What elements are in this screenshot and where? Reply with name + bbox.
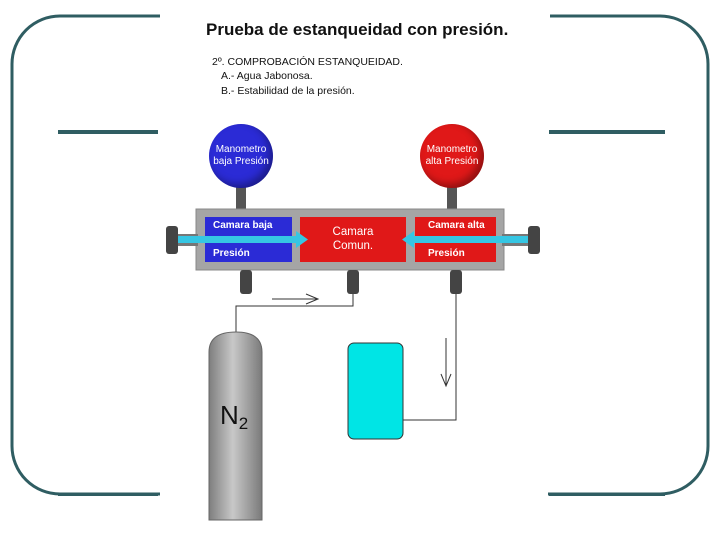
low-flow-arrowhead bbox=[296, 231, 308, 248]
high-flow-bar bbox=[414, 236, 528, 243]
high-pressure-gauge: Manometro alta Presión bbox=[420, 124, 484, 188]
subtitle-heading: 2º. COMPROBACIÓN ESTANQUEIDAD. bbox=[212, 56, 403, 68]
high-gauge-label: Manometro alta Presión bbox=[425, 144, 479, 167]
left-port bbox=[240, 270, 252, 294]
center-chamber-label: Camara Comun. bbox=[332, 226, 374, 252]
left-connector bbox=[166, 226, 178, 254]
center-chamber bbox=[300, 217, 406, 262]
tank-arrow-head bbox=[440, 373, 452, 388]
low-flow-bar bbox=[178, 236, 296, 243]
page-title: Prueba de estanqueidad con presión. bbox=[206, 20, 509, 39]
high-gauge-stem bbox=[447, 180, 457, 212]
low-gauge-stem bbox=[236, 180, 246, 212]
low-chamber-top-label: Camara baja bbox=[213, 220, 273, 231]
divider-right bbox=[549, 130, 665, 134]
cylinder-symbol: N bbox=[220, 400, 239, 430]
bottom-bar-right bbox=[549, 493, 665, 496]
right-connector bbox=[528, 226, 540, 254]
bottom-bar-left bbox=[58, 493, 158, 496]
hose-arrow-head bbox=[305, 293, 320, 305]
nitrogen-cylinder bbox=[208, 331, 263, 521]
low-chamber-bottom-label: Presión bbox=[213, 248, 250, 259]
high-chamber-top-label: Camara alta bbox=[428, 220, 485, 231]
low-gauge-label: Manometro baja Presión bbox=[213, 144, 269, 167]
right-port bbox=[450, 270, 462, 294]
middle-port bbox=[347, 270, 359, 294]
subtitle-item-a: A.- Agua Jabonosa. bbox=[221, 70, 313, 82]
cylinder-subscript: 2 bbox=[238, 414, 249, 433]
subtitle-item-b: B.- Estabilidad de la presión. bbox=[221, 85, 355, 97]
cylinder-label: N2 bbox=[220, 400, 248, 434]
low-pressure-gauge: Manometro baja Presión bbox=[209, 124, 273, 188]
frame-gap-top bbox=[160, 10, 550, 22]
cylinder-hose bbox=[235, 294, 354, 332]
high-flow-arrowhead bbox=[402, 231, 414, 248]
divider-left bbox=[58, 130, 158, 134]
collection-tank bbox=[347, 342, 404, 440]
high-chamber-bottom-label: Presión bbox=[428, 248, 465, 259]
tank-hose bbox=[402, 294, 457, 421]
